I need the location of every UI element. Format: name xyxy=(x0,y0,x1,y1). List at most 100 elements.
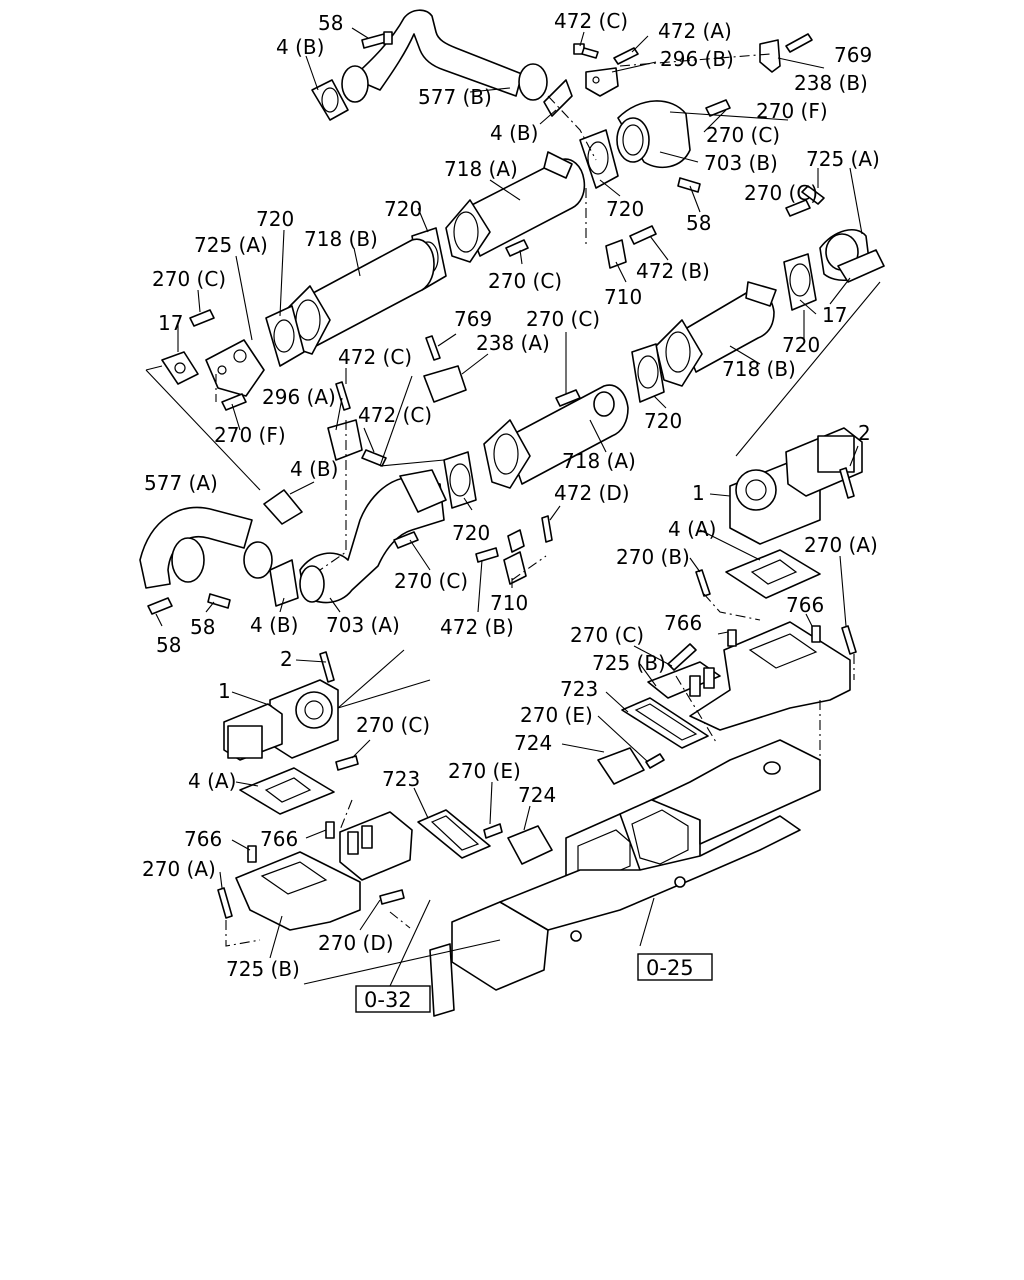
label-766-right-a: 766 xyxy=(786,593,824,617)
gasket-723-left xyxy=(417,809,491,859)
bracket-296b xyxy=(585,67,619,97)
label-4b-lower-top: 4 (B) xyxy=(290,457,338,481)
bolt-58-lower-mid xyxy=(207,593,231,609)
label-270c-left-low: 270 (C) xyxy=(356,713,430,737)
label-270e-right: 270 (E) xyxy=(520,703,593,727)
bolt-270c-upper xyxy=(505,239,529,257)
label-238a: 238 (A) xyxy=(476,331,550,355)
label-270f-top: 270 (F) xyxy=(756,99,828,123)
reference-0-32: 0-32 xyxy=(364,988,412,1012)
gasket-720-right xyxy=(783,253,817,311)
intake-manifold xyxy=(429,739,821,1017)
bolt-270b-right xyxy=(695,569,711,597)
cooler-718b-lower xyxy=(655,281,777,387)
label-710-lower: 710 xyxy=(490,591,528,615)
gasket-17-right xyxy=(837,249,885,283)
label-270c-top: 270 (C) xyxy=(706,123,780,147)
gasket-720-lower-right xyxy=(631,343,665,403)
label-724-right: 724 xyxy=(514,731,552,755)
gasket-720-a xyxy=(579,129,619,189)
alignment-lines xyxy=(215,53,855,947)
clip-710-upper xyxy=(605,239,627,269)
bolt-270d xyxy=(379,889,405,905)
bolt-2-left xyxy=(319,651,335,683)
bolt-472c-top xyxy=(573,43,599,59)
bolt-270c-left-low xyxy=(335,755,359,771)
label-270c-mid: 270 (C) xyxy=(526,307,600,331)
label-577a: 577 (A) xyxy=(144,471,218,495)
label-17-right: 17 xyxy=(822,303,847,327)
label-472c-top: 472 (C) xyxy=(554,9,628,33)
cooler-718a-upper xyxy=(445,151,586,263)
reed-valve-724-right xyxy=(597,747,645,785)
bolt-270f-left xyxy=(221,393,247,411)
gasket-720-c xyxy=(265,305,305,367)
label-472b-upper: 472 (B) xyxy=(636,259,710,283)
label-766-right-b: 766 xyxy=(664,611,702,635)
bracket-238b xyxy=(759,39,781,73)
label-723-right: 723 xyxy=(560,677,598,701)
label-766-left-b: 766 xyxy=(260,827,298,851)
bolt-769-mid xyxy=(425,335,441,361)
bolt-472b-lower xyxy=(475,547,499,563)
bolt-270c-right xyxy=(785,199,811,217)
gasket-723-right xyxy=(621,697,709,749)
label-472c-mid: 472 (C) xyxy=(338,345,412,369)
label-270f-left: 270 (F) xyxy=(214,423,286,447)
label-17-left: 17 xyxy=(158,311,183,335)
label-766-left-a: 766 xyxy=(184,827,222,851)
bolt-270c-left xyxy=(189,309,215,327)
label-769-mid: 769 xyxy=(454,307,492,331)
label-296a: 296 (A) xyxy=(262,385,336,409)
gasket-4a-right xyxy=(725,549,821,599)
label-1-right: 1 xyxy=(692,481,705,505)
bolt-58-top xyxy=(361,31,393,49)
label-720-lower-right: 720 xyxy=(782,333,820,357)
label-4b-mid: 4 (B) xyxy=(490,121,538,145)
label-58-lower-mid: 58 xyxy=(190,615,215,639)
label-725a-right: 725 (A) xyxy=(806,147,880,171)
label-4b-top: 4 (B) xyxy=(276,35,324,59)
bolt-58-mid xyxy=(677,177,701,193)
label-718b-lower: 718 (B) xyxy=(722,357,796,381)
cooler-718b-upper xyxy=(285,238,435,355)
adapter-725b-left xyxy=(235,811,413,931)
plate-725b-right xyxy=(647,661,721,699)
label-1-left: 1 xyxy=(218,679,231,703)
bolt-472a-top xyxy=(613,47,639,65)
bolt-270e-right xyxy=(645,753,665,769)
flange-725a-left xyxy=(205,339,265,397)
label-769-top: 769 xyxy=(834,43,872,67)
reference-box-0-25: 0-25 xyxy=(637,953,713,981)
gasket-4b-lower-top xyxy=(263,489,303,525)
label-238b: 238 (B) xyxy=(794,71,868,95)
label-472d: 472 (D) xyxy=(554,481,630,505)
label-720-upper-b: 720 xyxy=(606,197,644,221)
bracket-296a xyxy=(327,419,363,461)
pipe-577b xyxy=(341,9,548,103)
gasket-17-left xyxy=(161,351,199,385)
label-725b-left: 725 (B) xyxy=(226,957,300,981)
label-4b-lower: 4 (B) xyxy=(250,613,298,637)
elbow-703b xyxy=(616,100,691,169)
label-58-top: 58 xyxy=(318,11,343,35)
adapter-725b-right xyxy=(689,621,851,731)
bracket-238a xyxy=(423,365,467,403)
gasket-4b-top-left xyxy=(311,79,349,121)
egr-valve-left xyxy=(223,679,339,761)
bolt-270e-left xyxy=(483,823,503,839)
label-703a: 703 (A) xyxy=(326,613,400,637)
reference-box-0-32: 0-32 xyxy=(355,985,431,1013)
label-703b: 703 (B) xyxy=(704,151,778,175)
label-4a-left: 4 (A) xyxy=(188,769,236,793)
bolt-2-right xyxy=(839,467,855,499)
gasket-4b-top-mid xyxy=(543,79,573,117)
bolt-270c-top xyxy=(705,99,731,117)
bolt-472d xyxy=(541,515,553,543)
label-2-left: 2 xyxy=(280,647,293,671)
gasket-4a-left xyxy=(239,767,335,815)
clip-710-lower xyxy=(503,529,527,585)
label-270c-right-low: 270 (C) xyxy=(570,623,644,647)
bolt-270c-lower xyxy=(393,531,419,549)
